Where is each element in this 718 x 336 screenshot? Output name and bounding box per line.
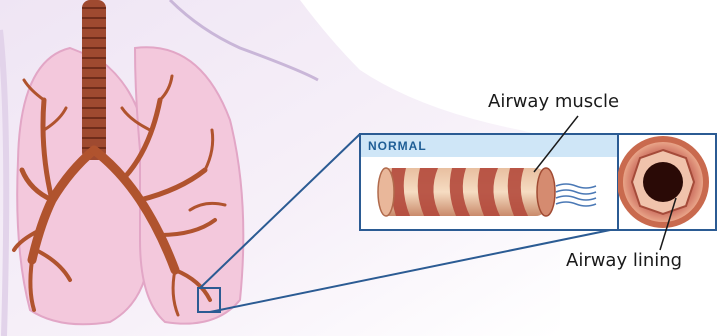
trachea-rings: [82, 8, 106, 148]
trachea: [82, 0, 106, 160]
panel-title: NORMAL: [368, 139, 427, 153]
airway-lining-label: Airway lining: [566, 250, 682, 271]
airway-muscle-label: Airway muscle: [488, 91, 619, 112]
airway-tube: [378, 168, 555, 216]
airway-cross-section: [617, 135, 715, 229]
